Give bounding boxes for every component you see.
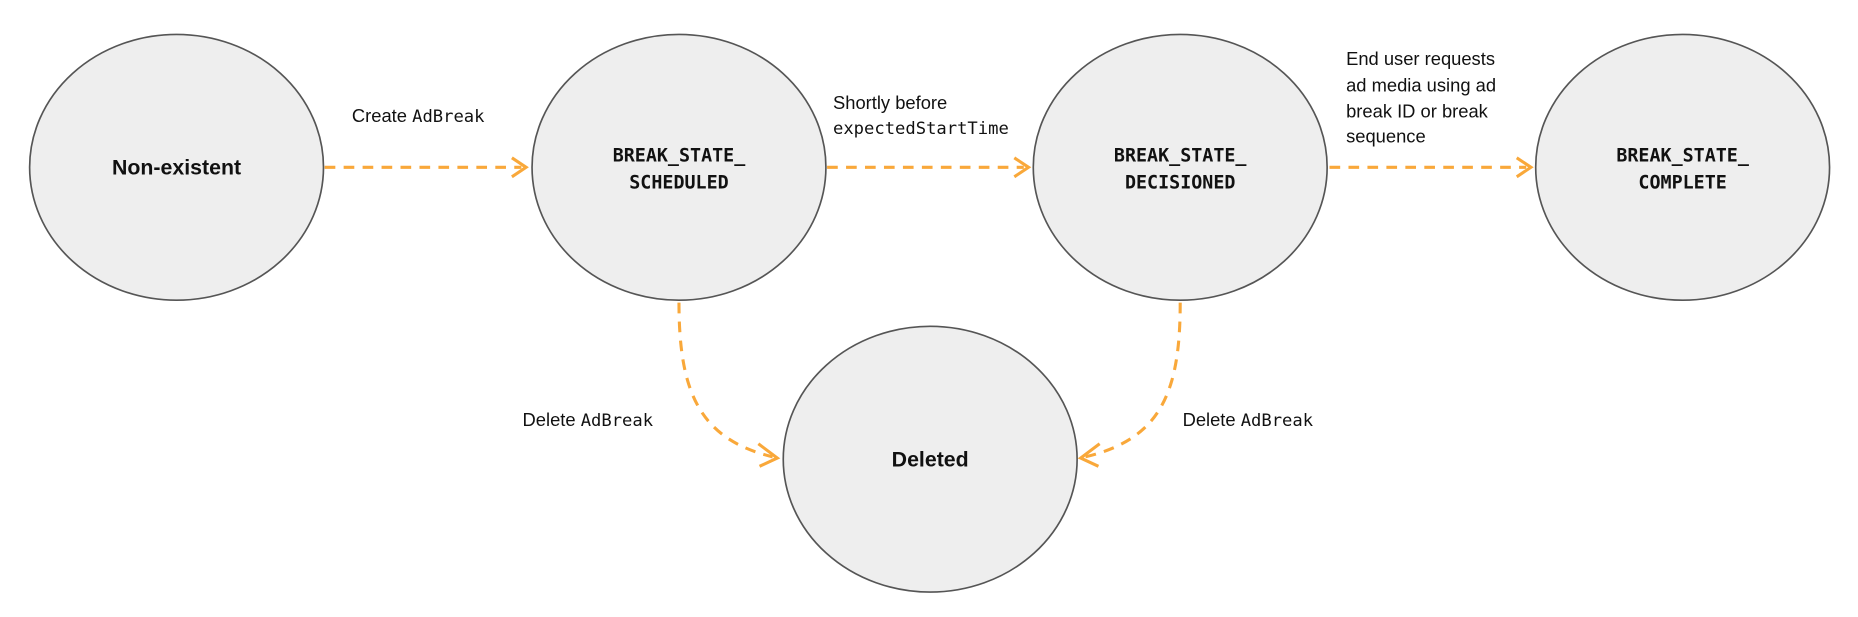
node-label: BREAK_STATE_ [1616,145,1749,166]
node-label: Non-existent [112,155,241,179]
node-break-state-scheduled: BREAK_STATE_ SCHEDULED [531,33,827,302]
node-label: DECISIONED [1125,173,1235,194]
edge-label-complete-line1: End user requests [1346,48,1495,69]
node-label: BREAK_STATE_ [613,145,746,166]
edge-create [324,156,529,179]
edge-label-delete-decisioned: Delete AdBreak [1183,409,1314,431]
edge-delete-decisioned [1077,302,1182,468]
edge-label-text: Create [352,105,412,126]
node-label: SCHEDULED [629,173,728,194]
edge-label-text: Delete [1183,409,1241,430]
edge-label-text: Delete [523,409,581,430]
edge-complete [1329,156,1534,179]
edge-label-complete-line4: sequence [1346,125,1426,146]
node-deleted: Deleted [782,325,1078,593]
node-label: COMPLETE [1638,173,1726,194]
node-break-state-complete: BREAK_STATE_ COMPLETE [1534,33,1831,302]
edge-delete-scheduled [677,302,781,468]
edge-label-decide-code: expectedStartTime [833,119,1009,139]
edge-label-complete-line2: ad media using ad [1346,74,1496,95]
edge-label-decide-line1: Shortly before [833,92,947,113]
edge-label-code: AdBreak [1241,411,1314,431]
edge-label-code: AdBreak [412,107,485,127]
edge-label-complete-line3: break ID or break [1346,100,1489,121]
edge-decide [827,156,1032,179]
node-break-state-decisioned: BREAK_STATE_ DECISIONED [1032,33,1328,302]
edge-label-create: Create AdBreak [352,105,485,127]
node-label: Deleted [892,447,969,471]
edge-label-delete-scheduled: Delete AdBreak [523,409,654,431]
edge-label-code: AdBreak [581,411,654,431]
node-label: BREAK_STATE_ [1114,145,1247,166]
node-non-existent: Non-existent [28,33,325,302]
